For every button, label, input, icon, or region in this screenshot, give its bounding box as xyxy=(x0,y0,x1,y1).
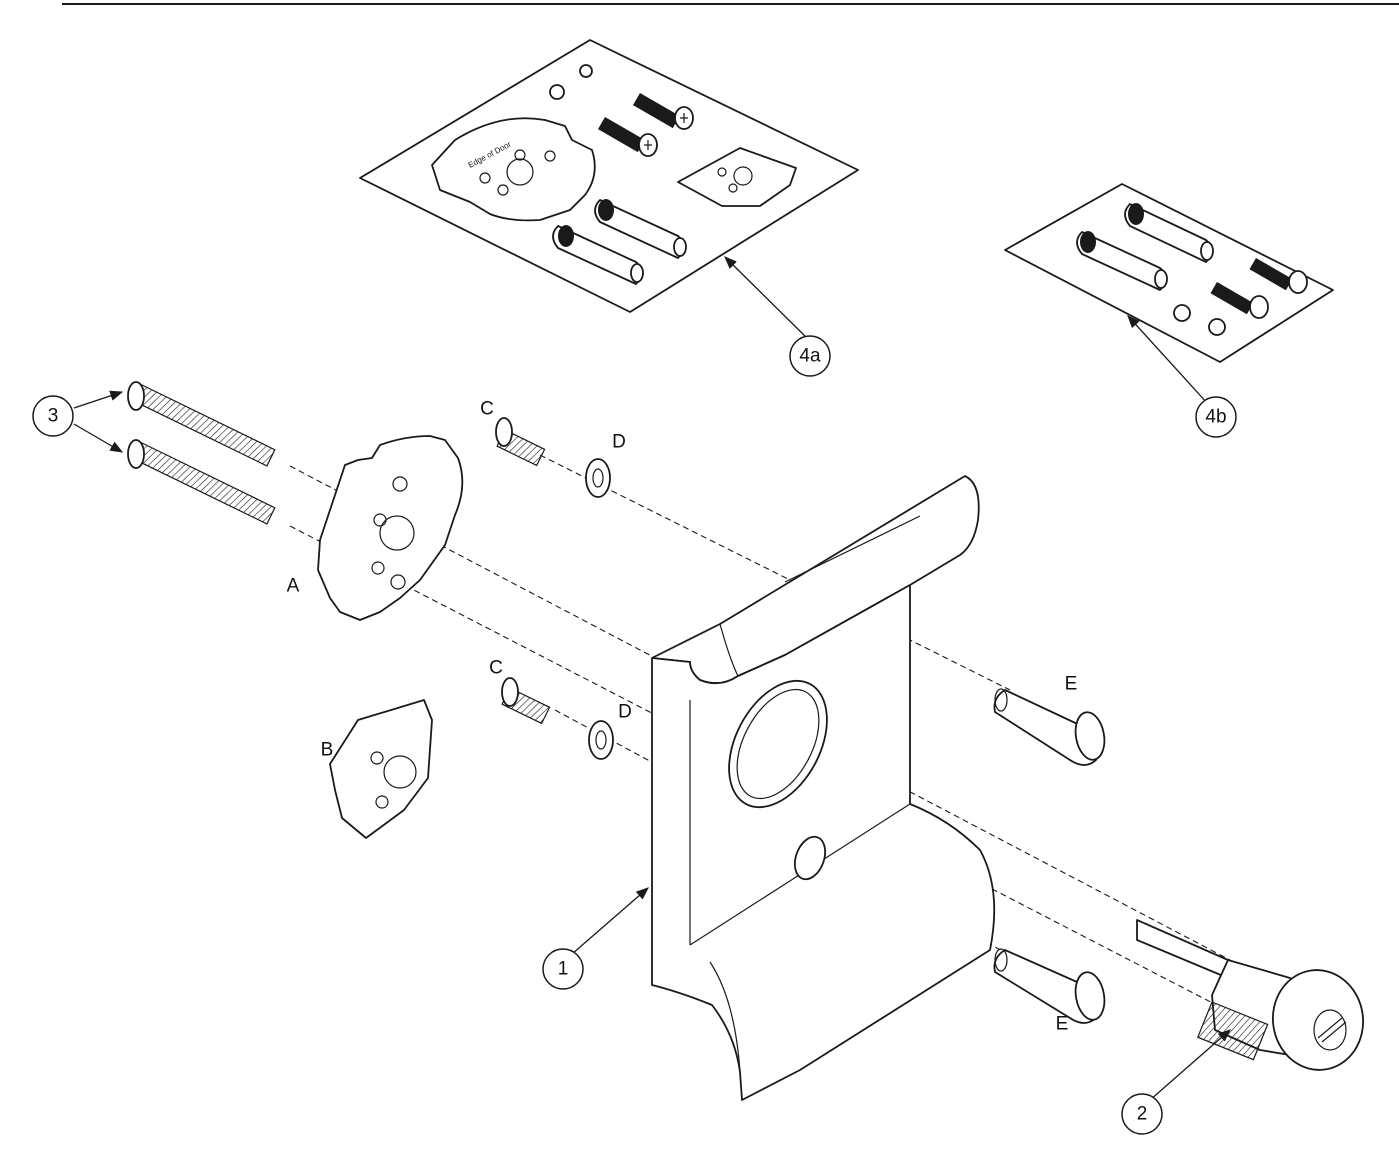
label-d-upper: D xyxy=(612,432,626,453)
screw-c-upper xyxy=(495,417,546,467)
sex-nut-e-lower xyxy=(993,948,1106,1024)
callout-4b: 4b xyxy=(1195,396,1237,438)
kit-4b-card xyxy=(1004,183,1334,363)
mounting-plate-b xyxy=(329,699,433,839)
label-e-upper: E xyxy=(1065,674,1078,695)
svg-text:1: 1 xyxy=(558,959,569,980)
svg-text:4b: 4b xyxy=(1205,407,1226,428)
label-b: B xyxy=(321,740,334,761)
svg-text:4a: 4a xyxy=(799,346,821,367)
long-screw-lower xyxy=(127,439,276,525)
leader-3b xyxy=(73,423,124,453)
label-c-lower: C xyxy=(489,658,503,679)
leader-4a xyxy=(724,256,815,346)
sex-nut-e-upper xyxy=(993,688,1106,766)
label-d-lower: D xyxy=(618,702,632,723)
lock-cylinder-part-2 xyxy=(1136,919,1365,1071)
long-screw-upper xyxy=(127,381,276,467)
leader-4b xyxy=(1127,315,1209,405)
label-a: A xyxy=(287,576,300,597)
leader-2 xyxy=(1149,1029,1231,1101)
screw-c-lower xyxy=(501,677,551,725)
svg-text:2: 2 xyxy=(1137,1104,1148,1125)
label-c-upper: C xyxy=(480,399,494,420)
svg-text:3: 3 xyxy=(48,406,59,427)
leader-3a xyxy=(73,390,124,409)
washer-d-lower xyxy=(588,720,614,760)
label-e-lower: E xyxy=(1056,1014,1069,1035)
callout-1: 1 xyxy=(542,948,584,990)
callout-4a: 4a xyxy=(789,335,831,377)
callout-3: 3 xyxy=(32,395,74,437)
mounting-plate-a xyxy=(317,435,464,621)
door-edge-part-1 xyxy=(651,475,996,1101)
leader-1 xyxy=(571,887,649,955)
kit-4a-card: Edge of Door xyxy=(359,39,859,313)
washer-d-upper xyxy=(585,458,611,498)
callout-2: 2 xyxy=(1121,1093,1163,1135)
